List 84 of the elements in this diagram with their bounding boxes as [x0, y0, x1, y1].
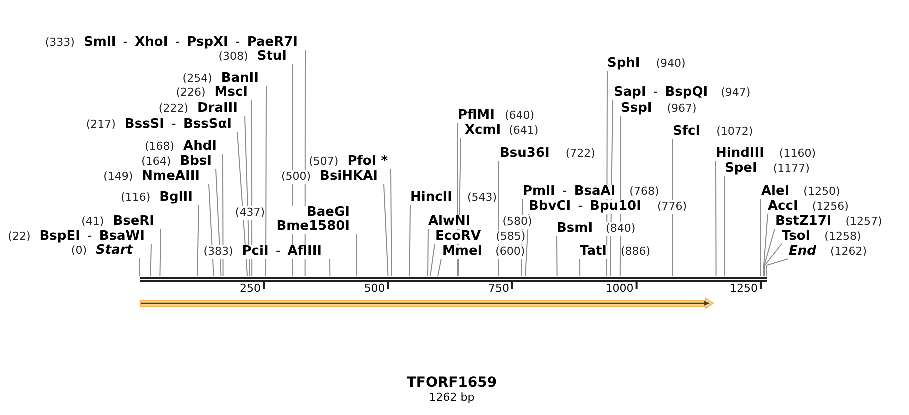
- leader-line: [580, 258, 581, 277]
- enzyme-name: SphI: [608, 57, 640, 71]
- leader-line: [764, 214, 768, 277]
- leader-line: [760, 198, 762, 277]
- scale-number: 1000: [606, 283, 634, 295]
- site-position: (116): [121, 191, 151, 205]
- enzyme-name: SpeI: [725, 162, 758, 176]
- site-position: (164): [142, 155, 172, 169]
- site-position: (333): [45, 36, 75, 50]
- site-position: (1072): [716, 125, 754, 139]
- site-position: (640): [504, 109, 535, 123]
- site-position: (967): [667, 102, 697, 116]
- site-position: (641): [509, 124, 539, 138]
- leader-line: [139, 258, 140, 277]
- leader-line: [160, 228, 162, 277]
- enzyme-name: MmeI: [442, 245, 483, 259]
- site-position: (776): [657, 200, 688, 214]
- site-position: (41): [82, 215, 104, 229]
- leader-line: [430, 244, 436, 277]
- leader-line: [384, 184, 389, 277]
- enzyme-name: BspEI - BsaWI: [40, 230, 145, 244]
- site-position: (600): [496, 245, 526, 259]
- site-position: (149): [104, 170, 134, 184]
- leader-line: [724, 176, 726, 277]
- site-position: (217): [86, 118, 116, 132]
- site-position: (383): [204, 245, 234, 259]
- leader-line: [428, 228, 429, 277]
- leader-line: [150, 244, 152, 277]
- site-position: (254): [182, 72, 212, 86]
- enzyme-name: BbvCI - Bpu10I: [529, 200, 642, 214]
- enzyme-name: EcoRV: [436, 230, 482, 244]
- site-position: (585): [496, 230, 526, 244]
- enzyme-name: AlwNI: [428, 215, 471, 229]
- enzyme-name: SapI - BspQI: [614, 86, 708, 100]
- site-position: (1257): [846, 215, 882, 229]
- site-position: (886): [621, 245, 651, 259]
- scale-number: 1250: [730, 283, 758, 295]
- site-position: (722): [566, 147, 596, 161]
- scale-number: 500: [364, 283, 386, 295]
- enzyme-name: SmlI - XhoI - PspXI - PaeR7I: [84, 36, 298, 50]
- site-position: (0): [71, 244, 88, 258]
- site-position: (437): [235, 206, 265, 220]
- site-position: (1177): [773, 162, 810, 176]
- leader-line: [197, 204, 200, 277]
- site-position: (1262): [830, 245, 868, 259]
- site-position: (1250): [804, 185, 840, 199]
- site-position: (947): [721, 86, 751, 100]
- site-position: (500): [281, 170, 312, 184]
- site-position: (840): [606, 222, 636, 236]
- leader-line: [438, 258, 442, 277]
- leader-line: [672, 138, 674, 277]
- enzyme-name: PmlI - BsaAI: [523, 185, 616, 199]
- leader-line: [390, 168, 392, 277]
- leader-line: [330, 258, 331, 277]
- leader-line: [556, 236, 558, 277]
- leader-line: [266, 86, 267, 277]
- site-position: (1258): [824, 230, 862, 244]
- site-position: (168): [144, 140, 175, 154]
- map-title: TFORF1659: [406, 375, 498, 391]
- leader-line: [409, 204, 411, 277]
- site-position: (226): [176, 86, 206, 100]
- enzyme-name: PciI - AflIII: [242, 245, 322, 259]
- site-position: (22): [8, 230, 31, 244]
- enzyme-name: SspI: [621, 102, 652, 116]
- leader-line: [356, 234, 358, 277]
- site-position: (768): [630, 185, 660, 199]
- site-position: (1160): [779, 147, 816, 161]
- scale-number: 250: [240, 283, 261, 295]
- site-position: (308): [218, 50, 248, 64]
- site-position: (543): [467, 191, 498, 205]
- leader-line: [716, 160, 717, 277]
- leader-line: [222, 154, 224, 277]
- sequence-length: 1262 bp: [429, 392, 475, 404]
- sequence-backbone: [140, 276, 767, 282]
- scale-number: 750: [488, 283, 510, 295]
- leader-line: [766, 258, 789, 277]
- enzyme-name: TatI: [580, 245, 608, 259]
- enzyme-name: BglII: [160, 191, 193, 205]
- site-position: (222): [158, 102, 188, 116]
- site-position: (940): [656, 57, 686, 71]
- site-position: (1256): [812, 200, 849, 214]
- leader-line: [764, 244, 782, 277]
- site-position: (507): [309, 155, 339, 169]
- site-position: (580): [502, 215, 532, 229]
